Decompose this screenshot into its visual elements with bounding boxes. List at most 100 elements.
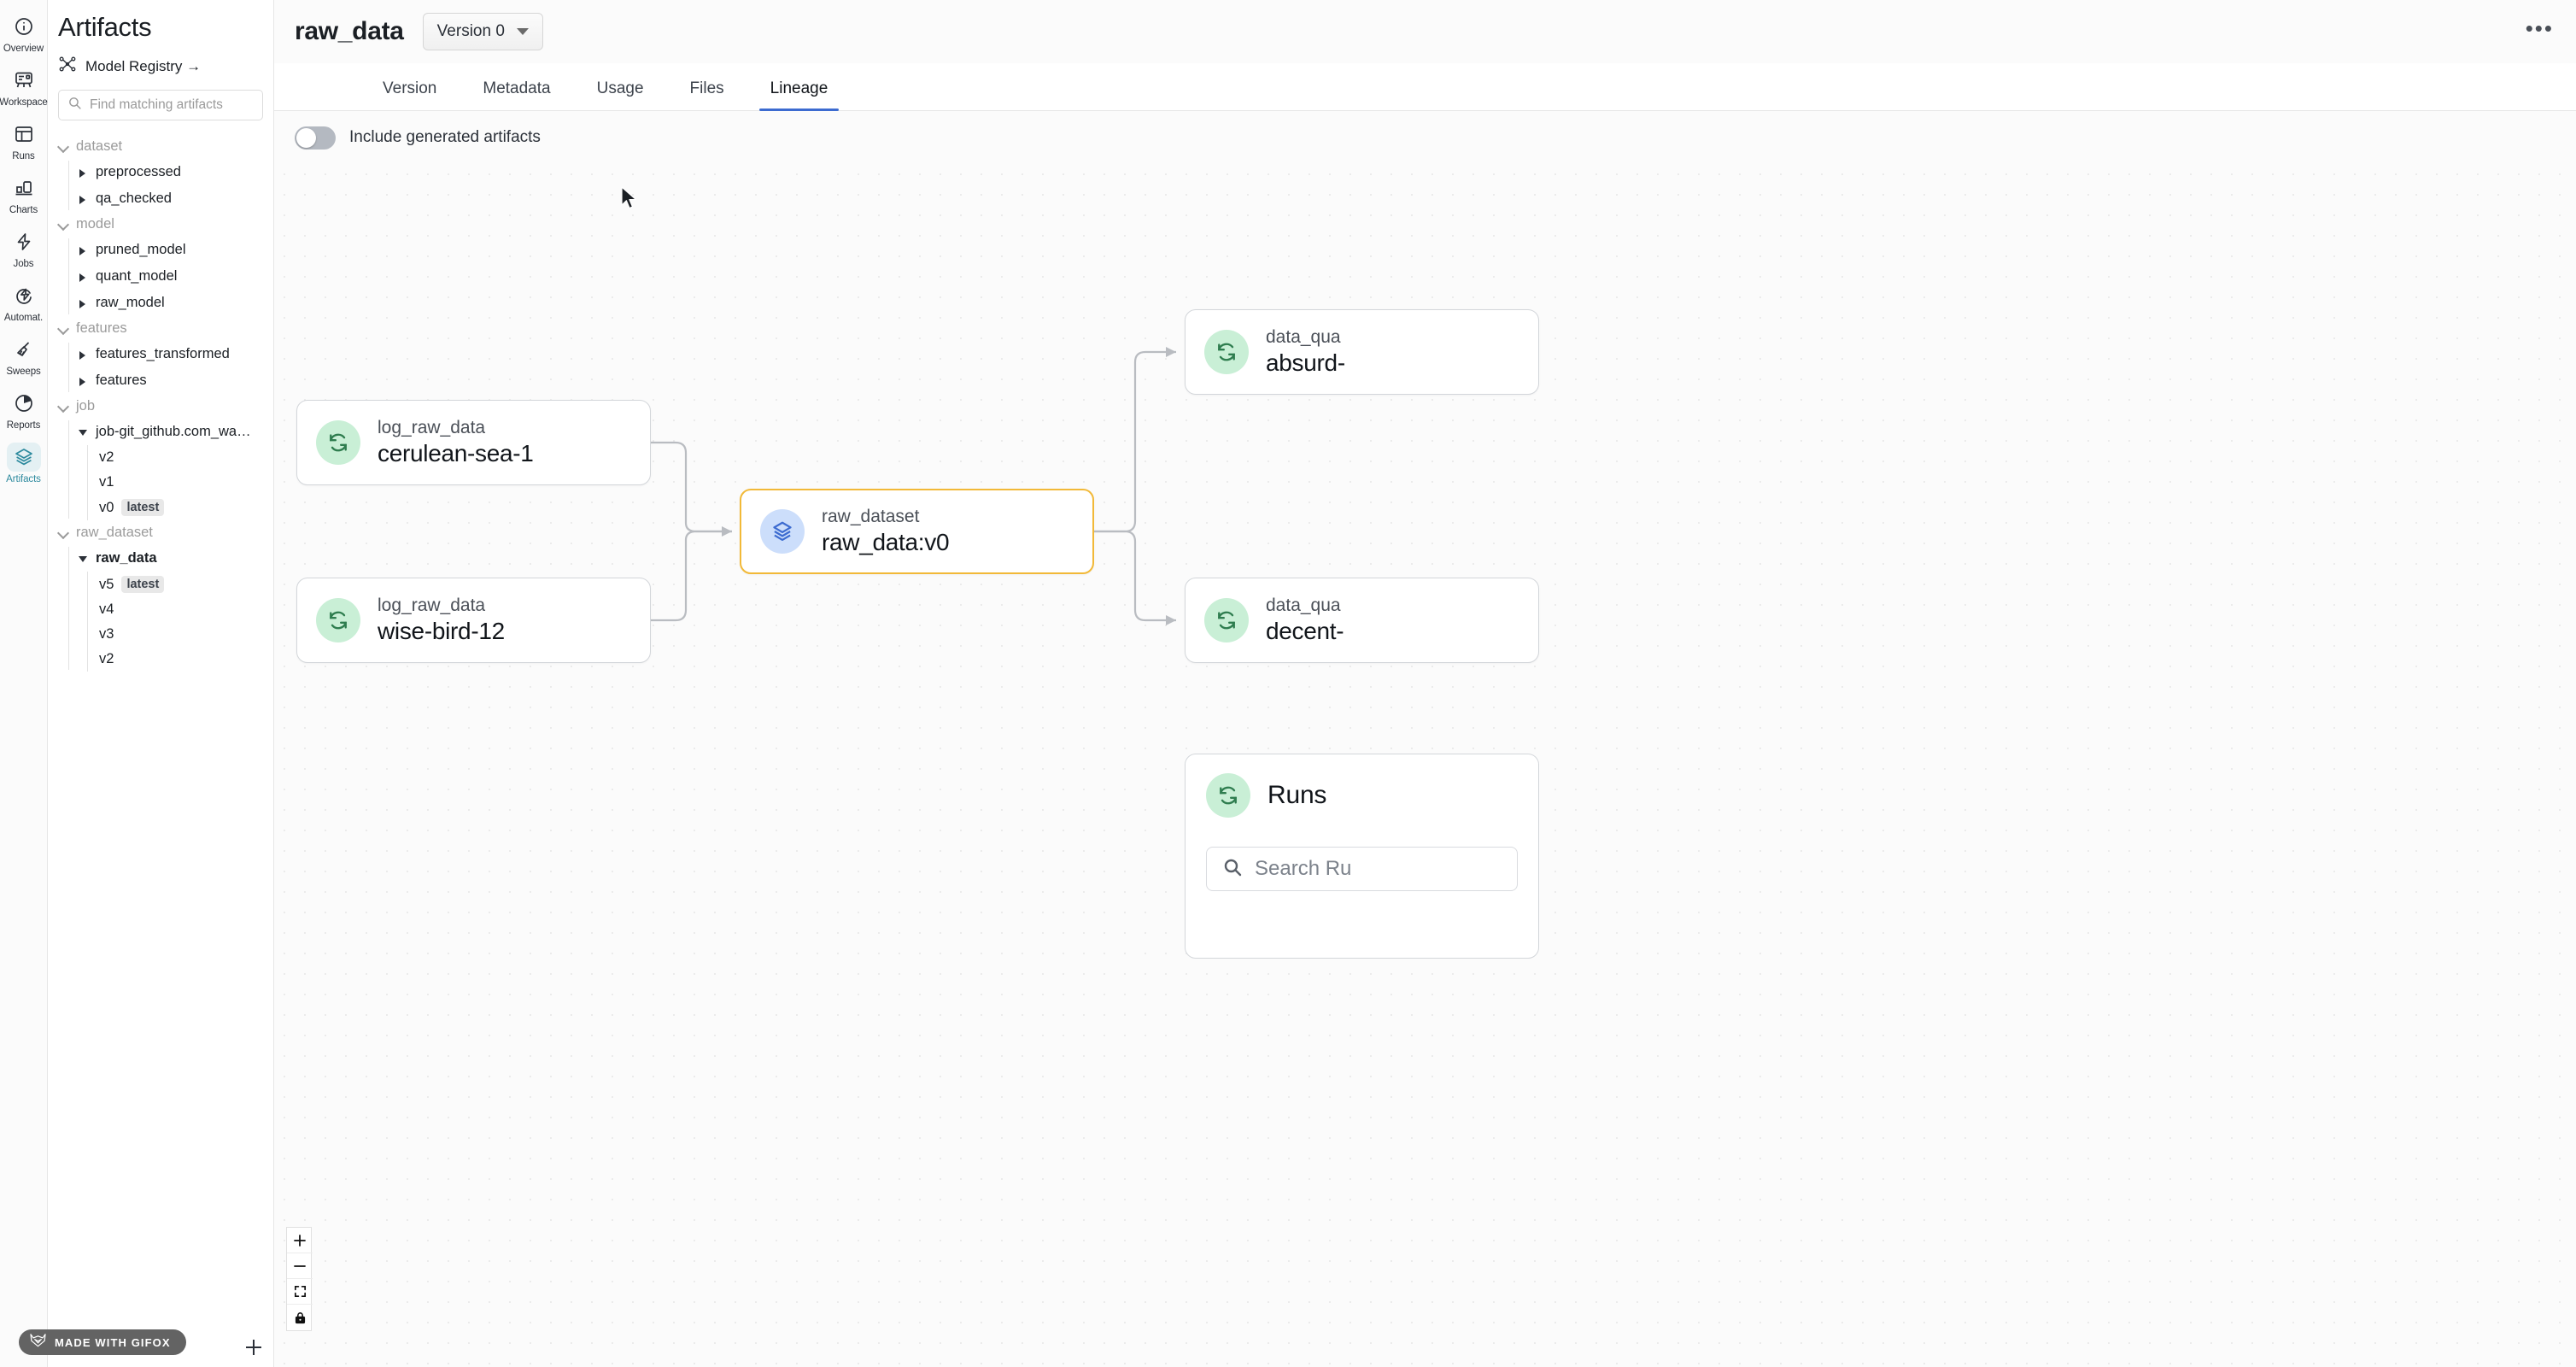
lineage-runs-panel[interactable]: Runs Search Ru [1185,754,1539,959]
tree-node-label: features_transformed [96,346,230,361]
sidebar-item-artifacts[interactable]: Artifacts [2,443,46,484]
tree-node-label: raw_model [96,295,165,310]
sidebar-label: Automat. [3,313,44,323]
model-registry-link[interactable]: Model Registry → [48,43,273,78]
tree-node[interactable]: raw_model [68,290,273,316]
broom-icon [7,335,41,364]
add-artifact-button[interactable] [243,1336,265,1358]
caret-down-icon [79,554,88,564]
version-label: v5 [99,576,114,592]
tab-metadata[interactable]: Metadata [483,79,551,97]
fit-view-button[interactable] [287,1279,313,1305]
runs-search-box[interactable]: Search Ru [1206,847,1518,891]
bar-chart-icon [7,173,41,202]
tab-lineage[interactable]: Lineage [747,79,852,111]
node-subtitle: raw_dataset [822,507,920,526]
tree-node-label: job-git_github.com_wa… [96,424,251,439]
search-input[interactable] [90,97,254,113]
sidebar-label: Reports [6,420,41,431]
version-label: v2 [99,449,114,465]
caret-right-icon [79,167,88,178]
include-generated-artifacts-toggle[interactable] [295,126,336,150]
node-name: decent- [1266,618,1344,644]
artifact-search-box[interactable] [58,90,263,120]
runs-search-placeholder: Search Ru [1255,857,1352,880]
overflow-menu-button[interactable]: ••• [2525,15,2554,41]
chevron-down-icon [516,28,529,35]
tree-group-model: model pruned_model quant_model raw_model [48,212,273,316]
lineage-node-run-cerulean[interactable]: log_raw_data cerulean-sea-1 [296,400,651,485]
lineage-canvas[interactable]: log_raw_data cerulean-sea-1 log_raw_data… [274,164,2576,1367]
version-item[interactable]: v5 latest [87,572,273,597]
tab-usage[interactable]: Usage [596,79,644,97]
table-icon [7,120,41,149]
tree-group-children: pruned_model quant_model raw_model [68,237,273,316]
lock-button[interactable] [287,1305,313,1330]
tree-node[interactable]: job-git_github.com_wa… [68,419,273,445]
version-item[interactable]: v2 [87,647,273,672]
tree-group-job: job job-git_github.com_wa… v2 v1 [48,394,273,520]
sidebar-item-sweeps[interactable]: Sweeps [2,335,46,377]
version-list: v5 latest v4 v3 v2 [87,572,273,672]
tree-node-label: features [96,373,147,388]
model-registry-label: Model Registry → [85,57,202,74]
tree-node[interactable]: features [68,367,273,394]
tree-node[interactable]: quant_model [68,263,273,290]
node-subtitle: log_raw_data [378,418,486,437]
node-name: absurd- [1266,349,1345,376]
tab-files[interactable]: Files [689,79,724,97]
tree-node[interactable]: preprocessed [68,159,273,185]
lineage-node-run-wise[interactable]: log_raw_data wise-bird-12 [296,578,651,663]
tree-node-raw-data[interactable]: raw_data [68,545,273,572]
version-item[interactable]: v2 [87,445,273,470]
lineage-node-artifact-raw-data[interactable]: raw_dataset raw_data:v0 [740,489,1094,574]
tree-group-header[interactable]: features [48,316,273,341]
lineage-node-run-absurd[interactable]: data_qua absurd- [1185,309,1539,395]
sidebar-item-charts[interactable]: Charts [2,173,46,215]
zoom-out-button[interactable] [287,1253,313,1279]
sidebar-item-workspace[interactable]: Workspace [0,66,48,108]
tree-group-header[interactable]: model [48,212,273,237]
search-icon [67,96,82,114]
version-item[interactable]: v1 [87,470,273,495]
sidebar-item-jobs[interactable]: Jobs [2,227,46,269]
page-title: Artifacts [58,12,152,42]
version-label: v4 [99,601,114,617]
tree-group-header[interactable]: job [48,394,273,419]
run-refresh-icon [1204,598,1249,642]
tree-group-label: features [76,320,127,336]
version-label: v2 [99,651,114,666]
tree-group-header[interactable]: raw_dataset [48,520,273,545]
version-item[interactable]: v0 latest [87,495,273,520]
sidebar-label: Sweeps [6,367,41,377]
lineage-node-run-decent[interactable]: data_qua decent- [1185,578,1539,663]
artifact-title: raw_data [295,17,404,45]
chevron-down-icon [58,527,69,538]
sidebar-item-overview[interactable]: Overview [2,12,46,54]
tree-node-label: quant_model [96,268,178,284]
status-badge: latest [121,576,165,593]
tree-group-children: job-git_github.com_wa… v2 v1 v0 latest [68,419,273,520]
tree-node[interactable]: pruned_model [68,237,273,263]
run-refresh-icon [1206,773,1250,818]
tree-node[interactable]: qa_checked [68,185,273,212]
tree-node[interactable]: features_transformed [68,341,273,367]
sidebar-item-automations[interactable]: Automat. [2,281,46,323]
tree-group-raw-dataset: raw_dataset raw_data v5 latest v4 [48,520,273,672]
gifox-watermark-label: MADE WITH GIFOX [55,1335,171,1349]
tree-node-label: pruned_model [96,242,186,257]
version-select[interactable]: Version 0 [422,13,543,50]
chevron-down-icon [58,141,69,152]
tab-version[interactable]: Version [383,79,437,97]
version-item[interactable]: v3 [87,622,273,647]
info-circle-icon [7,12,41,41]
zoom-in-button[interactable] [287,1228,313,1253]
version-item[interactable]: v4 [87,597,273,622]
bolt-icon [7,227,41,256]
runs-panel-header: Runs [1206,773,1518,818]
version-list: v2 v1 v0 latest [87,445,273,520]
tree-group-header[interactable]: dataset [48,134,273,159]
main-header: raw_data Version 0 ••• [274,0,2576,63]
sidebar-item-reports[interactable]: Reports [2,389,46,431]
sidebar-item-runs[interactable]: Runs [2,120,46,161]
